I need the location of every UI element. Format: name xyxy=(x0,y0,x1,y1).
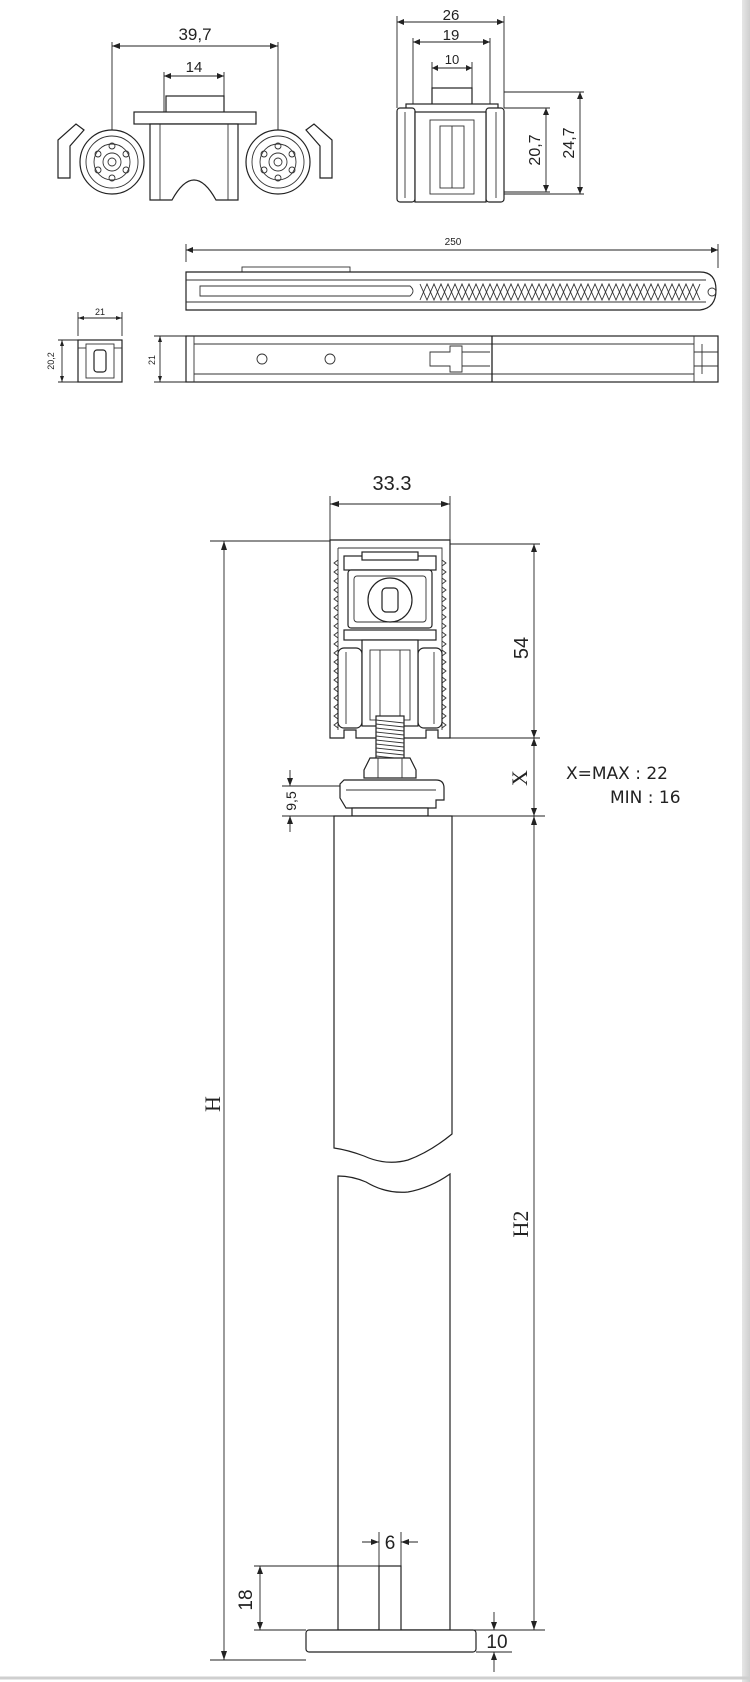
dim-bracket-group: 9,5 xyxy=(282,770,352,832)
label-x: X xyxy=(507,770,532,786)
note-x-min: MIN : 16 xyxy=(610,788,681,808)
dim-bottom-gap-group: 10 xyxy=(476,1612,512,1672)
page-edge-shadow xyxy=(742,0,750,1682)
side-view-carriage: 26 19 10 20,7 xyxy=(396,7,584,203)
dim-side-inner: 10 xyxy=(445,52,459,67)
dim-guide-height: 18 xyxy=(236,1589,257,1610)
end-profile-view: 21 20,2 xyxy=(46,307,123,383)
dim-guide-width: 6 xyxy=(385,1533,396,1554)
dim-rail-length: 250 xyxy=(445,237,462,248)
dim-track-width: 33.3 xyxy=(373,473,412,495)
dim-side-h1: 20,7 xyxy=(527,134,544,165)
dim-guide-height-group: 18 xyxy=(236,1565,379,1631)
door-panel xyxy=(305,815,477,1653)
dim-end-height: 20,2 xyxy=(46,352,56,370)
dim-bracket: 9,5 xyxy=(283,791,299,811)
rail-spring-zigzag xyxy=(419,282,701,302)
dim-h2-group: H2 xyxy=(450,815,545,1631)
dim-front-width: 39,7 xyxy=(178,25,211,44)
dim-side-outer: 26 xyxy=(443,7,460,24)
dim-side-mid: 19 xyxy=(443,27,460,44)
dim-rail-bottom-height: 21 xyxy=(147,355,157,365)
dim-track-height: 54 xyxy=(511,637,533,659)
dim-x-group: X X=MAX : 22 MIN : 16 xyxy=(438,738,681,817)
main-track-profile: 33.3 xyxy=(329,473,451,817)
dim-side-h2: 24,7 xyxy=(561,127,578,158)
dim-bottom-gap: 10 xyxy=(486,1632,507,1653)
dim-front-center: 14 xyxy=(186,59,203,76)
track-wall-ribs xyxy=(333,559,447,729)
dim-54-group: 54 xyxy=(450,543,540,739)
dim-end-width: 21 xyxy=(95,307,105,317)
label-h2: H2 xyxy=(508,1211,533,1238)
front-view-carriage: 39,7 14 xyxy=(57,25,333,201)
label-h: H xyxy=(200,1096,225,1112)
rail-bottom-view: 21 xyxy=(147,335,719,383)
dim-h-group: H xyxy=(200,540,330,1661)
rail-top-view: 250 xyxy=(185,237,719,311)
dim-guide-width-group: 6 xyxy=(362,1532,418,1566)
note-x-max: X=MAX : 22 xyxy=(566,764,668,784)
